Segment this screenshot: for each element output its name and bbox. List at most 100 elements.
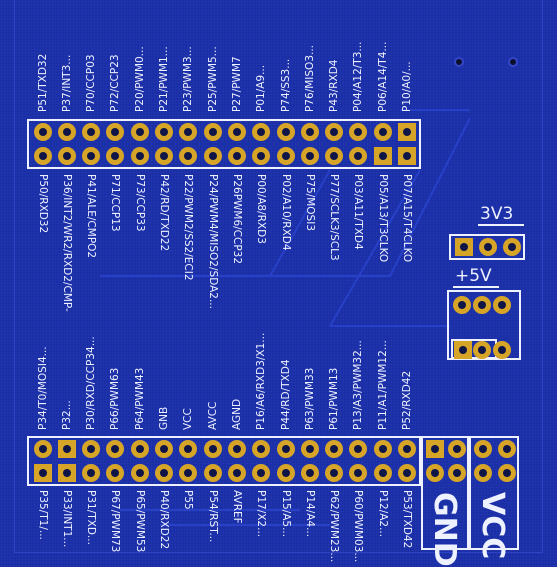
header-pin[interactable]	[33, 147, 52, 165]
pin-label: P77/SCLK3/SCL3	[328, 174, 341, 261]
header-pin[interactable]	[398, 464, 416, 482]
jumper-5v-pin[interactable]	[473, 341, 491, 359]
gnd-pin[interactable]	[448, 464, 466, 482]
jumper-5v-pin[interactable]	[473, 296, 491, 314]
pin-label: P20/PWM0...	[133, 46, 146, 112]
header-pin[interactable]	[203, 147, 222, 165]
header-pin[interactable]	[130, 440, 149, 458]
header-pin[interactable]	[300, 147, 319, 165]
header-pin[interactable]	[106, 123, 125, 141]
header-pin[interactable]	[57, 147, 76, 165]
header-pin[interactable]	[349, 464, 368, 482]
header-pin[interactable]	[130, 147, 149, 165]
header-pin[interactable]	[276, 440, 295, 458]
pin-label: P73/CCP33	[133, 174, 146, 232]
pin-label: P00/A8/RXD3	[255, 174, 268, 244]
header-pin[interactable]	[155, 147, 173, 165]
header-pin[interactable]	[325, 123, 344, 141]
header-pin[interactable]	[252, 147, 271, 165]
header-pin[interactable]	[82, 464, 101, 482]
header-pin[interactable]	[203, 440, 222, 458]
pin-label: P27/PWM7	[230, 56, 243, 112]
gnd-label: GND	[427, 492, 462, 567]
header-pin[interactable]	[106, 464, 125, 482]
header-pin[interactable]	[349, 147, 368, 165]
jumper-5v-pin[interactable]	[493, 296, 511, 314]
jumper-3v3-pin[interactable]	[455, 238, 473, 256]
header-pin[interactable]	[398, 123, 416, 141]
mounting-hole	[508, 57, 518, 67]
header-pin[interactable]	[106, 440, 125, 458]
header-pin[interactable]	[82, 123, 101, 141]
pin-label: P01/A9...	[255, 64, 268, 112]
header-pin[interactable]	[82, 440, 101, 458]
header-pin[interactable]	[252, 464, 271, 482]
vcc-pin[interactable]	[474, 464, 492, 482]
header-pin[interactable]	[398, 440, 416, 458]
gnd-pin[interactable]	[448, 440, 466, 458]
header-pin[interactable]	[57, 123, 76, 141]
header-pin[interactable]	[300, 123, 319, 141]
header-pin[interactable]	[227, 440, 246, 458]
jumper-3v3-pin[interactable]	[503, 238, 521, 256]
header-pin[interactable]	[57, 464, 76, 482]
header-pin[interactable]	[349, 440, 368, 458]
header-pin[interactable]	[33, 123, 52, 141]
header-pin[interactable]	[227, 464, 246, 482]
header-pin[interactable]	[325, 147, 344, 165]
pin-label: P24/PWM4/MISO2/SDA2...	[206, 174, 219, 309]
header-pin[interactable]	[179, 464, 198, 482]
pin-label: P72/CCP23	[109, 54, 122, 112]
header-pin[interactable]	[300, 440, 319, 458]
vcc-pin[interactable]	[474, 440, 492, 458]
header-pin[interactable]	[179, 440, 198, 458]
pin-label: P44/RD/TXD4	[279, 359, 292, 430]
pin-label: P51/TXD32	[36, 53, 49, 112]
header-pin[interactable]	[373, 123, 392, 141]
header-pin[interactable]	[130, 464, 149, 482]
header-pin[interactable]	[373, 464, 392, 482]
header-pin[interactable]	[373, 147, 392, 165]
header-pin[interactable]	[349, 123, 368, 141]
pin-label: P06/A14/T4...	[376, 41, 389, 112]
header-pin[interactable]	[203, 464, 222, 482]
header-pin[interactable]	[155, 440, 173, 458]
header-pin[interactable]	[373, 440, 392, 458]
pin-label: P43/RXD4	[328, 59, 341, 113]
header-pin[interactable]	[82, 147, 101, 165]
header-pin[interactable]	[276, 147, 295, 165]
gnd-pin[interactable]	[426, 440, 444, 458]
pin-label: P41/ALE/CMPO2	[85, 174, 98, 259]
header-pin[interactable]	[130, 123, 149, 141]
jumper-5v-pin[interactable]	[454, 341, 472, 359]
jumper-5v-pin[interactable]	[493, 341, 511, 359]
vcc-pin[interactable]	[498, 464, 516, 482]
header-pin[interactable]	[276, 123, 295, 141]
header-pin[interactable]	[227, 123, 246, 141]
pin-label: P76/MISO3...	[303, 44, 316, 112]
gnd-pin[interactable]	[426, 464, 444, 482]
header-pin[interactable]	[106, 147, 125, 165]
jumper-3v3-pin[interactable]	[479, 238, 497, 256]
header-pin[interactable]	[252, 440, 271, 458]
header-pin[interactable]	[33, 440, 52, 458]
pin-label: P02/A10/RXD4	[279, 174, 292, 251]
header-pin[interactable]	[276, 464, 295, 482]
header-pin[interactable]	[155, 123, 173, 141]
jumper-5v-pin[interactable]	[453, 296, 471, 314]
header-pin[interactable]	[203, 123, 222, 141]
header-pin[interactable]	[252, 123, 271, 141]
header-pin[interactable]	[300, 464, 319, 482]
header-pin[interactable]	[325, 464, 344, 482]
header-pin[interactable]	[325, 440, 344, 458]
header-pin[interactable]	[33, 464, 52, 482]
header-pin[interactable]	[179, 123, 198, 141]
header-pin[interactable]	[179, 147, 198, 165]
header-pin[interactable]	[227, 147, 246, 165]
vcc-pin[interactable]	[498, 440, 516, 458]
header-pin[interactable]	[398, 147, 416, 165]
header-pin[interactable]	[57, 440, 76, 458]
vcc-label: VCC	[475, 492, 510, 560]
header-pin[interactable]	[155, 464, 173, 482]
